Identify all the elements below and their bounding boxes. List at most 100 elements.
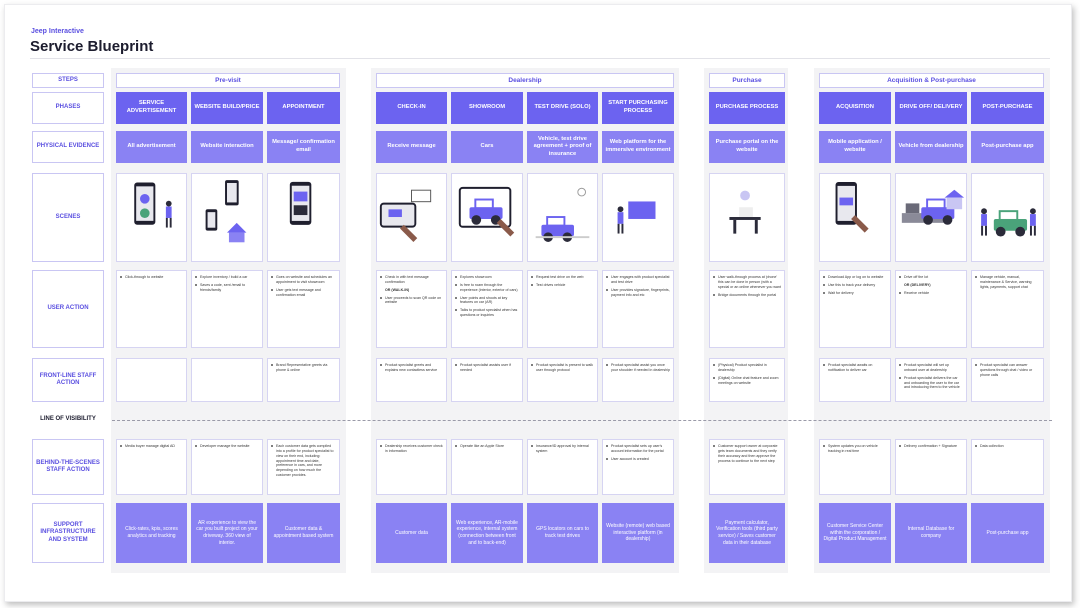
bullet-item: Product specialist delivers the car and … — [899, 376, 963, 391]
physical-evidence-cell: Mobile application / website — [819, 131, 891, 163]
phase-cell: ACQUISITION — [819, 92, 891, 124]
bullet-item: Product specialist awaits on notificatio… — [823, 363, 887, 373]
bullet-list: Data collection — [975, 444, 1040, 449]
frontline-action-cell: Product specialist can answer questions … — [971, 358, 1044, 402]
bullet-item: User proceeds to scan QR code on website — [380, 296, 443, 306]
row-label-phases: PHASES — [32, 92, 104, 124]
bullet-item: Data collection — [975, 444, 1040, 449]
bullet-list: Product specialist awaits on notificatio… — [823, 363, 887, 373]
tablet-car-illustration — [458, 186, 515, 237]
phone-person-illustration — [134, 182, 172, 228]
bullet-item: Use this to track your delivery — [823, 283, 887, 288]
user-action-cell: Goes on website and schedules an appoint… — [267, 270, 340, 348]
phase-cell: SHOWROOM — [451, 92, 523, 124]
bullet-item: OR (WALK-IN) — [385, 287, 410, 292]
phase-cell: PURCHASE PROCESS — [709, 92, 785, 124]
bullet-item: Dealership receives customer check in in… — [380, 444, 443, 454]
phase-cell: WEBSITE BUILD/PRICE — [191, 92, 263, 124]
user-action-cell: Click-through to website — [116, 270, 187, 348]
bullet-list: Product specialist assists user if neede… — [455, 363, 519, 373]
bullet-item: Bridge documents through the portal — [713, 293, 781, 298]
bullet-list: Goes on website and schedules an appoint… — [271, 275, 336, 297]
phone-app-illustration — [835, 182, 869, 233]
bullet-item: Explores showroom — [455, 275, 519, 280]
bullet-item: Media buyer manage digital AD — [120, 444, 183, 449]
frontline-action-cell: Product specialist greets and explains n… — [376, 358, 447, 402]
bullet-item: User gets text message and confirmation … — [271, 288, 336, 298]
frontline-action-cell: Product specialist assist you once your … — [602, 358, 674, 402]
phone-message-illustration — [289, 181, 312, 225]
kiosk-touch-illustration — [379, 189, 432, 242]
page-title: Service Blueprint — [30, 38, 154, 55]
bullet-item: User engages with product specialist and… — [606, 275, 670, 285]
bullet-item: Product specialist can answer questions … — [975, 363, 1040, 378]
frontline-action-cell: Product specialist awaits on notificatio… — [819, 358, 891, 402]
user-action-cell: User engages with product specialist and… — [602, 270, 674, 348]
bullet-item: (Physical) Product specialist in dealers… — [713, 363, 781, 373]
frontline-action-cell — [191, 358, 263, 402]
bullet-item: Brand Representative greets via phone & … — [271, 363, 336, 373]
bullet-item: Test drives vehicle — [531, 283, 594, 288]
bullet-item: Product specialist assists user if neede… — [455, 363, 519, 373]
title-divider — [30, 58, 1050, 59]
backstage-action-cell: Delivery confirmation + Signature — [895, 439, 967, 495]
bullet-item: User points and shoots at key features o… — [455, 296, 519, 306]
line-of-visibility — [112, 420, 1052, 421]
row-label-scenes: SCENES — [32, 173, 104, 262]
bullet-list: User walk-through process at 'phone' thi… — [713, 275, 781, 297]
bullet-list: Each customer data gets compiled into a … — [271, 444, 336, 478]
support-system-cell: Internal Database for company — [895, 503, 967, 563]
scene-cell — [116, 173, 187, 262]
backstage-action-cell: Media buyer manage digital AD — [116, 439, 187, 495]
scene-cell — [895, 173, 967, 262]
bullet-list: Click-through to website — [120, 275, 183, 280]
bullet-item: Product specialist sets up user's accoun… — [606, 444, 670, 454]
phase-cell: TEST DRIVE (SOLO) — [527, 92, 598, 124]
physical-evidence-cell: Vehicle from dealership — [895, 131, 967, 163]
user-action-cell: Manage vehicle, manual, maintenance & Se… — [971, 270, 1044, 348]
bullet-list: Product specialist will set up onboard u… — [899, 363, 963, 390]
row-label-physical-evidence: PHYSICAL EVIDENCE — [32, 131, 104, 163]
bullet-item: Manage vehicle, manual, maintenance & Se… — [975, 275, 1040, 290]
bullet-item: Each customer data gets compiled into a … — [271, 444, 336, 478]
scene-cell — [602, 173, 674, 262]
support-system-cell: Click-rates, kpis, scores analytics and … — [116, 503, 187, 563]
bullet-item: Check in with text message confirmation — [380, 275, 443, 285]
scene-cell — [971, 173, 1044, 262]
physical-evidence-cell: Vehicle, test drive agreement + proof of… — [527, 131, 598, 163]
support-system-cell: Payment calculator, Verification tools (… — [709, 503, 785, 563]
bullet-item: Saves a code, sent /email to friends/fam… — [195, 283, 259, 293]
bullet-item: Talks to product specialist when has que… — [455, 308, 519, 318]
bullet-list: (Physical) Product specialist in dealers… — [713, 363, 781, 385]
support-system-cell: Website (remote) web based interactive p… — [602, 503, 674, 563]
bullet-list: Product specialist can answer questions … — [975, 363, 1040, 378]
bullet-list: Manage vehicle, manual, maintenance & Se… — [975, 275, 1040, 290]
bullet-list: Product specialist assist you once your … — [606, 363, 670, 373]
bullet-list: Product specialist is present to walk us… — [531, 363, 594, 373]
bullet-list: Insurance/ID approval by internal system — [531, 444, 594, 454]
person-screen-illustration — [617, 201, 656, 234]
bullet-list: System updates you on vehicle tracking i… — [823, 444, 887, 454]
physical-evidence-cell: All advertisement — [116, 131, 187, 163]
scene-cell — [709, 173, 785, 262]
frontline-action-cell: Product specialist assists user if neede… — [451, 358, 523, 402]
backstage-action-cell: Customer support owner at corporate gets… — [709, 439, 785, 495]
frontline-action-cell — [116, 358, 187, 402]
bullet-item: Click-through to website — [120, 275, 183, 280]
tow-truck-illustration — [901, 189, 965, 225]
stage-acquisition: Acquisition & Post-purchase — [819, 73, 1044, 88]
stage-purchase: Purchase — [709, 73, 785, 88]
bullet-item: Product specialist greets and explains n… — [380, 363, 443, 373]
support-system-cell: Post-purchase app — [971, 503, 1044, 563]
bullet-list: Media buyer manage digital AD — [120, 444, 183, 449]
scene-cell — [819, 173, 891, 262]
bullet-list: Operate like an Apple Store — [455, 444, 519, 449]
